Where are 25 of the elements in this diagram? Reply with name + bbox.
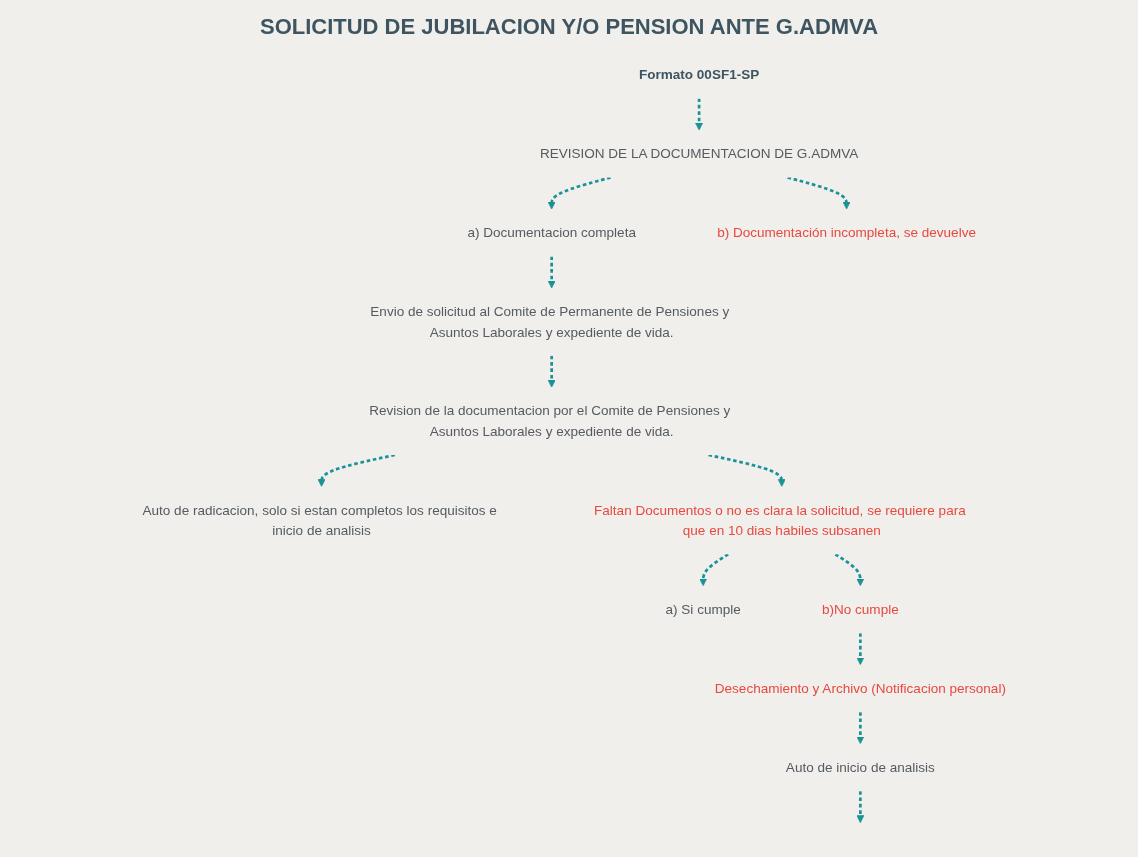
node-text: Formato 00SF1-SP (638, 66, 760, 82)
arrow (317, 453, 396, 487)
arrow (856, 791, 865, 824)
arrow (695, 98, 704, 131)
node-text: Auto de inicio de analisis (785, 759, 935, 775)
arrow (547, 355, 556, 388)
arrow (547, 256, 556, 289)
arrow (708, 453, 786, 487)
node-text: REVISION DE LA DOCUMENTACION DE G.ADMVA (539, 145, 859, 161)
arrow (856, 712, 865, 745)
node-text: Revision de la documentacion por el Comite de Pensiones y Asuntos Laborales y expediente de vida. (369, 402, 731, 439)
node-text: Auto de radicacion, solo si estan completos los requisitos e inicio de analisis (142, 501, 497, 538)
node-text: Faltan Documentos o no es clara la solicitud, se requiere para que en 10 dias habiles subsanen (594, 501, 966, 538)
node-text: Envio de solicitud al Comite de Permanente de Pensiones y Asuntos Laborales y expediente de vida. (370, 303, 730, 340)
node-text: a) Documentacion completa (467, 224, 636, 240)
node-text: b)No cumple (821, 601, 899, 617)
arrow (787, 176, 851, 210)
arrow (547, 176, 611, 210)
node-text: a) Si cumple (665, 601, 741, 617)
arrow (699, 553, 729, 587)
arrow (834, 553, 865, 587)
node-text: Desechamiento y Archivo (Notificacion personal) (714, 680, 1006, 696)
node-text: b) Documentación incompleta, se devuelve (717, 224, 976, 240)
diagram-title: SOLICITUD DE JUBILACION Y/O PENSION ANTE G.ADMVA (259, 14, 879, 40)
arrow (856, 633, 865, 666)
